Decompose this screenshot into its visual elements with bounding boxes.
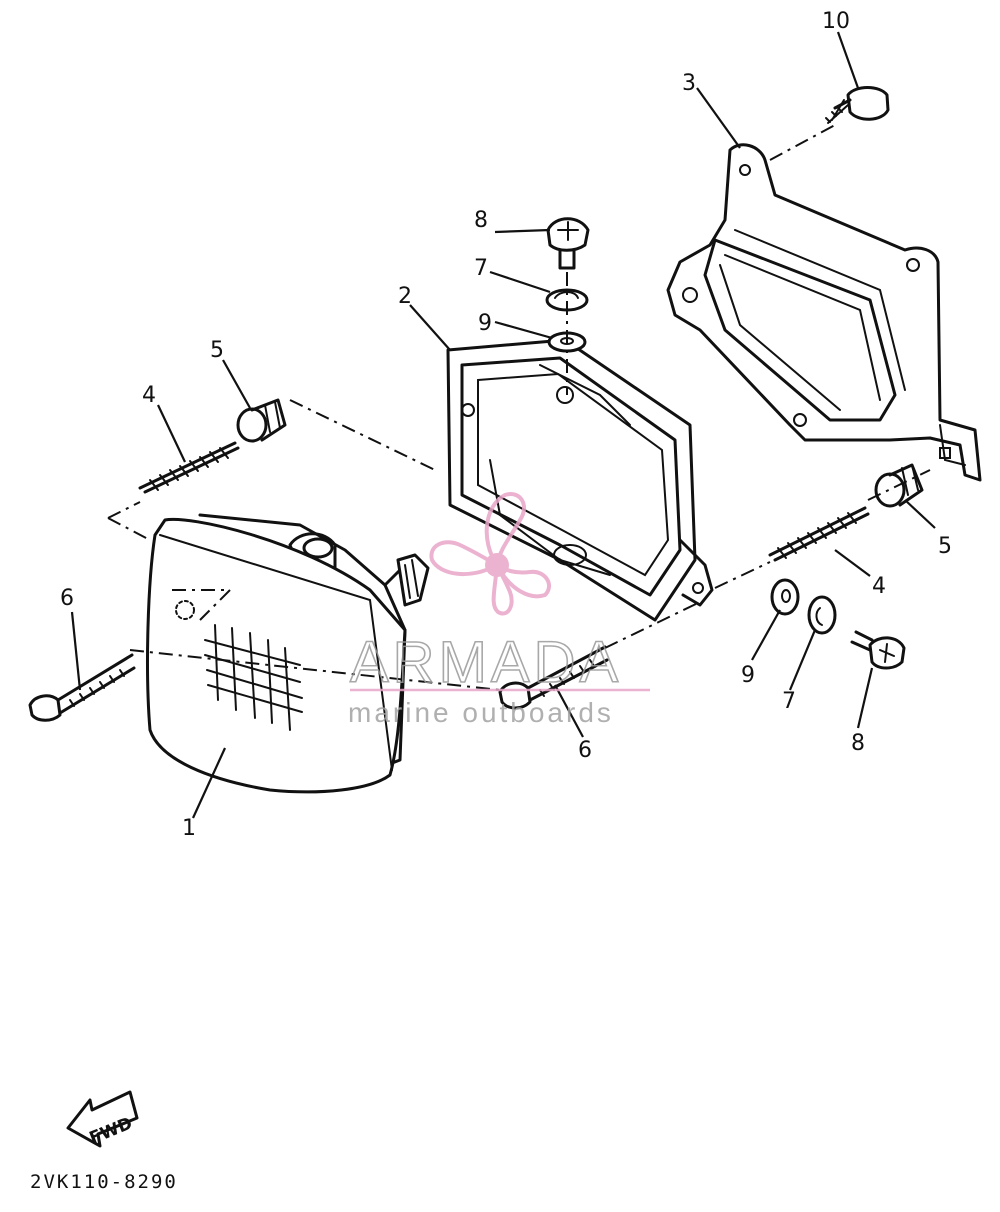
callout-3: 3 <box>682 71 696 96</box>
callout-7-top: 7 <box>474 256 488 281</box>
screw-part-left <box>28 653 136 722</box>
callout-5-right: 5 <box>938 534 952 559</box>
watermark-brand: ARMADA <box>350 630 622 695</box>
callout-1: 1 <box>182 816 196 841</box>
callout-8-bottom: 8 <box>851 731 865 756</box>
callout-8-top: 8 <box>474 208 488 233</box>
clip-part-bottom <box>807 595 837 635</box>
adjuster-part-right <box>874 463 924 508</box>
screw-part-8-top <box>546 217 590 270</box>
callout-7-bottom: 7 <box>782 689 796 714</box>
fwd-arrow-icon: FWD <box>66 1090 139 1149</box>
frame-part <box>446 338 714 622</box>
screw-part-8-bottom <box>850 630 906 670</box>
bolt-part-10 <box>825 86 890 124</box>
spring-part-left <box>138 441 240 494</box>
headlight-part <box>146 513 430 794</box>
callout-9-top: 9 <box>478 311 492 336</box>
callout-10: 10 <box>822 9 850 34</box>
leader-lines <box>70 31 936 819</box>
callout-4-left: 4 <box>142 383 156 408</box>
callout-4-right: 4 <box>872 574 886 599</box>
adjuster-part-left <box>236 398 287 443</box>
callout-2: 2 <box>398 284 412 309</box>
diagram-code: 2VK110-8290 <box>30 1171 178 1193</box>
bracket-part <box>666 143 982 482</box>
callout-5-left: 5 <box>210 338 224 363</box>
callout-6-left: 6 <box>60 586 74 611</box>
callout-9-bottom: 9 <box>741 663 755 688</box>
washer-part-bottom <box>770 578 800 616</box>
watermark-tagline: marine outboards <box>348 697 614 728</box>
callout-labels: 1 2 3 4 4 5 5 6 6 7 7 8 8 9 9 10 <box>60 9 952 841</box>
callout-6-right: 6 <box>578 738 592 763</box>
fwd-label: FWD <box>87 1114 136 1149</box>
watermark-logo: ARMADA marine outboards <box>348 492 650 728</box>
spring-part-right <box>768 506 870 562</box>
propeller-icon <box>429 492 551 616</box>
assembly-lines <box>107 124 931 691</box>
